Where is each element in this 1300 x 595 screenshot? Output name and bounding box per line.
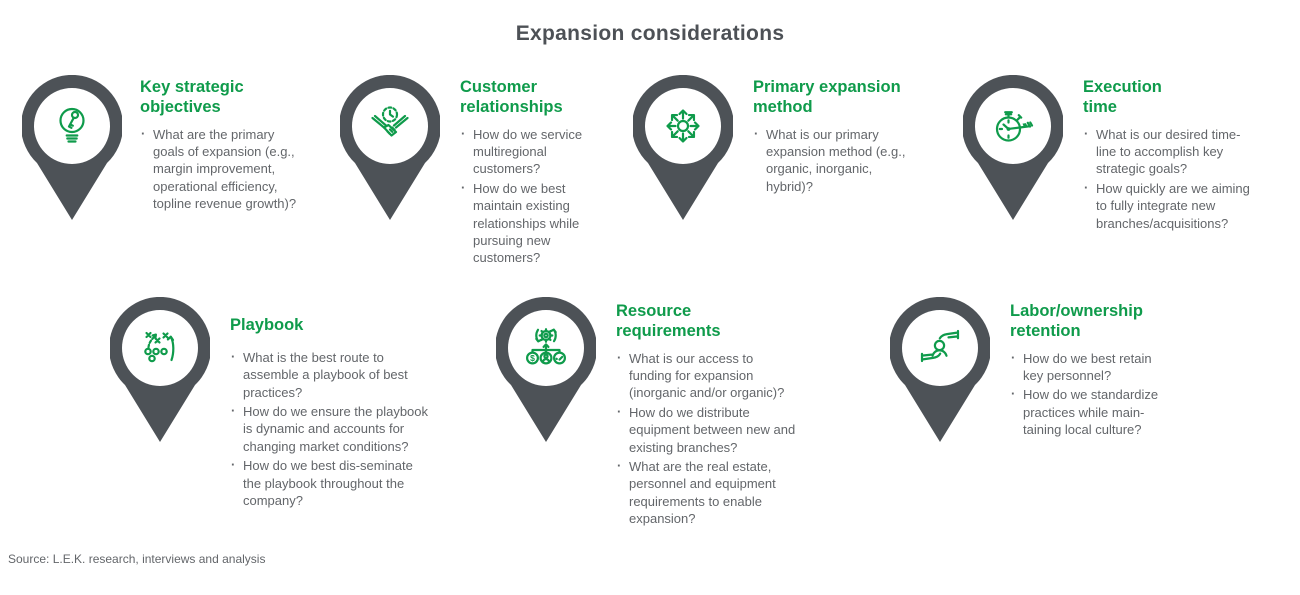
map-pin: $ [496, 297, 596, 442]
page-title: Expansion considerations [515, 22, 785, 46]
consideration-item: Playbook What is the best route to assem… [230, 316, 430, 511]
item-bullet: What is our access to funding for expans… [616, 349, 798, 402]
item-bullet-list: What is our primary expansion method (e.… [753, 125, 908, 196]
item-bullet: How do we best dis-seminate the playbook… [230, 456, 430, 509]
playbook-strategy-icon [144, 331, 175, 363]
item-title: Resource requirements [616, 302, 721, 340]
lightbulb-key-icon [59, 107, 85, 143]
item-title: Playbook [230, 316, 304, 334]
funding-resources-gear-icon: $ [525, 328, 566, 365]
item-bullet: How do we service multiregional customer… [460, 125, 600, 178]
item-title: Customer relationships [460, 78, 563, 116]
svg-text:$: $ [530, 353, 535, 363]
item-bullet: How do we best retain key personnel? [1010, 349, 1160, 385]
item-title: Execution time [1083, 78, 1162, 116]
map-pin [963, 75, 1063, 220]
item-title: Primary expansion method [753, 78, 901, 116]
consideration-item: Primary expansion method What is our pri… [753, 78, 908, 197]
expansion-arrows-icon [666, 109, 700, 143]
item-bullet: What is our desired time-line to accompl… [1083, 125, 1251, 178]
item-bullet-list: What is the best route to assemble a pla… [230, 348, 430, 510]
item-bullet: What are the real estate, personnel and … [616, 457, 798, 528]
map-pin [110, 297, 210, 442]
item-bullet: What is our primary expansion method (e.… [753, 125, 908, 196]
source-note: Source: L.E.K. research, interviews and … [8, 552, 266, 566]
consideration-item: Labor/ownership retention How do we best… [1010, 302, 1160, 441]
item-bullet-list: What is our access to funding for expans… [616, 349, 798, 528]
item-bullet: How quickly are we aiming to fully integ… [1083, 179, 1251, 232]
consideration-item: Resource requirements What is our access… [616, 302, 798, 530]
consideration-item: Key strategic objectives What are the pr… [140, 78, 302, 215]
map-pin [633, 75, 733, 220]
map-pin [22, 75, 122, 220]
item-bullet: How do we best maintain existing relatio… [460, 179, 600, 267]
map-pin [890, 297, 990, 442]
map-pin [340, 75, 440, 220]
handshake-clock-icon [371, 106, 409, 137]
item-bullet: How do we distribute equipment between n… [616, 403, 798, 456]
item-bullet: How do we standardize practices while ma… [1010, 385, 1160, 438]
hands-holding-person-icon [920, 329, 960, 363]
item-bullet: What are the primary goals of expansion … [140, 125, 302, 213]
item-title: Labor/ownership retention [1010, 302, 1143, 340]
item-bullet-list: How do we service multiregional customer… [460, 125, 600, 267]
item-bullet: How do we ensure the playbook is dynamic… [230, 402, 430, 455]
item-bullet: What is the best route to assemble a pla… [230, 348, 430, 401]
item-bullet-list: What is our desired time-line to accompl… [1083, 125, 1251, 232]
consideration-item: Execution time What is our desired time-… [1083, 78, 1251, 234]
stopwatch-dart-icon [995, 111, 1034, 142]
item-bullet-list: What are the primary goals of expansion … [140, 125, 302, 213]
item-title: Key strategic objectives [140, 78, 244, 116]
consideration-item: Customer relationships How do we service… [460, 78, 600, 269]
item-bullet-list: How do we best retain key personnel? How… [1010, 349, 1160, 439]
